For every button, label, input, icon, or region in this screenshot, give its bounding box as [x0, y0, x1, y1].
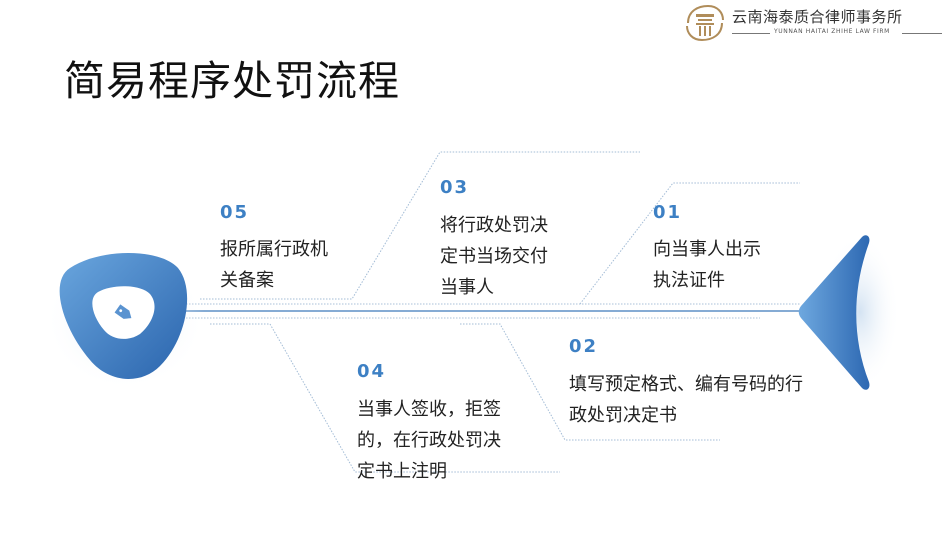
law-firm-name-cn: 云南海泰质合律师事务所	[732, 8, 903, 26]
head-arrow-shape	[798, 235, 870, 390]
page-title: 简易程序处罚流程	[64, 57, 400, 105]
step-text-line: 当事人	[440, 277, 494, 298]
step-text-line: 关备案	[220, 270, 274, 291]
step-number: 05	[220, 202, 250, 223]
step-text: 当事人签收，拒签 的，在行政处罚决 定书上注明	[357, 394, 501, 487]
step-text-line: 定书当场交付	[440, 246, 548, 267]
step-number: 01	[653, 202, 683, 223]
step-text-line: 当事人签收，拒签	[357, 399, 501, 420]
step-text-line: 将行政处罚决	[440, 215, 548, 236]
step-text: 将行政处罚决 定书当场交付 当事人	[440, 210, 548, 303]
step-number: 04	[357, 361, 387, 382]
step-text: 向当事人出示 执法证件	[653, 234, 761, 296]
step-text-line: 填写预定格式、编有号码的行	[569, 374, 803, 395]
law-firm-name-en-row: YUNNAN HAITAI ZHIHE LAW FIRM	[732, 28, 944, 38]
step-text-line: 报所属行政机	[220, 239, 328, 260]
law-firm-emblem-icon	[686, 4, 724, 42]
step-text-line: 执法证件	[653, 270, 725, 291]
law-firm-name-en: YUNNAN HAITAI ZHIHE LAW FIRM	[774, 28, 890, 35]
step-text-line: 政处罚决定书	[569, 405, 677, 426]
step-number: 02	[569, 336, 599, 357]
step-text-line: 向当事人出示	[653, 239, 761, 260]
logo-rule-right	[902, 33, 942, 34]
law-firm-logo: 云南海泰质合律师事务所 YUNNAN HAITAI ZHIHE LAW FIRM	[684, 3, 946, 43]
logo-rule-left	[732, 33, 770, 34]
step-text-line: 定书上注明	[357, 461, 447, 482]
step-text-line: 的，在行政处罚决	[357, 430, 501, 451]
step-number: 03	[440, 177, 470, 198]
step-text: 报所属行政机 关备案	[220, 234, 328, 296]
tag-icon	[114, 304, 132, 319]
step-text: 填写预定格式、编有号码的行 政处罚决定书	[569, 369, 803, 431]
